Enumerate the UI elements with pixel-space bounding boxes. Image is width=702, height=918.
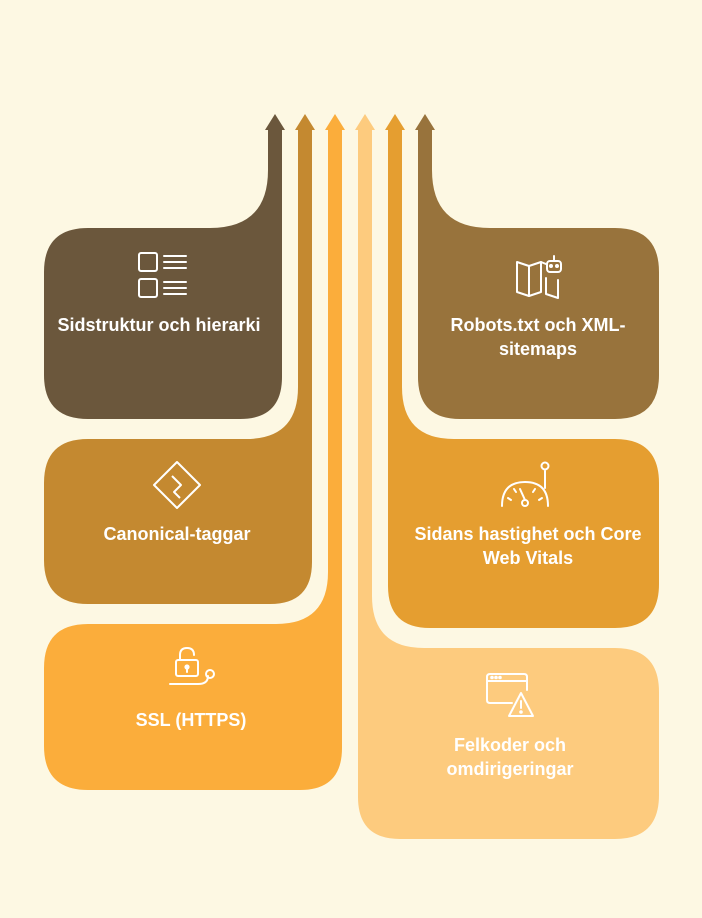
- arrow-head-ssl: [325, 114, 345, 130]
- ribbon-sidstruktur: [44, 130, 282, 419]
- speedometer-icon: [501, 461, 550, 507]
- branch-robots: [415, 114, 659, 419]
- layout-list-icon: [138, 252, 187, 298]
- arrow-head-speed: [385, 114, 405, 130]
- branch-sidstruktur: [44, 114, 285, 419]
- label-sidstruktur: Sidstruktur och hierarki: [57, 315, 261, 335]
- ribbon-ssl: [44, 130, 342, 790]
- label-robots: Robots.txt och XML-sitemaps: [450, 315, 626, 359]
- branch-speed: [385, 114, 659, 628]
- ribbon-canonical: [44, 130, 312, 604]
- arrow-head-sidstruktur: [265, 114, 285, 130]
- lock-icon: [169, 646, 215, 685]
- label-ssl: SSL (HTTPS): [135, 710, 247, 730]
- map-robot-icon: [516, 255, 562, 299]
- arrow-head-robots: [415, 114, 435, 130]
- branch-canonical: [44, 114, 315, 604]
- label-speed: Sidans hastighet och Core Web Vitals: [414, 524, 642, 568]
- ribbon-errors: [358, 130, 659, 839]
- ribbon-robots: [418, 130, 659, 419]
- label-errors: Felkoder och omdirigeringar: [446, 735, 574, 779]
- arrow-head-canonical: [295, 114, 315, 130]
- branch-ssl: [44, 114, 345, 790]
- branch-errors: [355, 114, 659, 839]
- canonical-diamond-icon: [153, 461, 201, 509]
- ribbon-speed: [388, 130, 659, 628]
- label-canonical: Canonical-taggar: [103, 524, 251, 544]
- browser-warning-icon: [486, 673, 534, 717]
- arrow-head-errors: [355, 114, 375, 130]
